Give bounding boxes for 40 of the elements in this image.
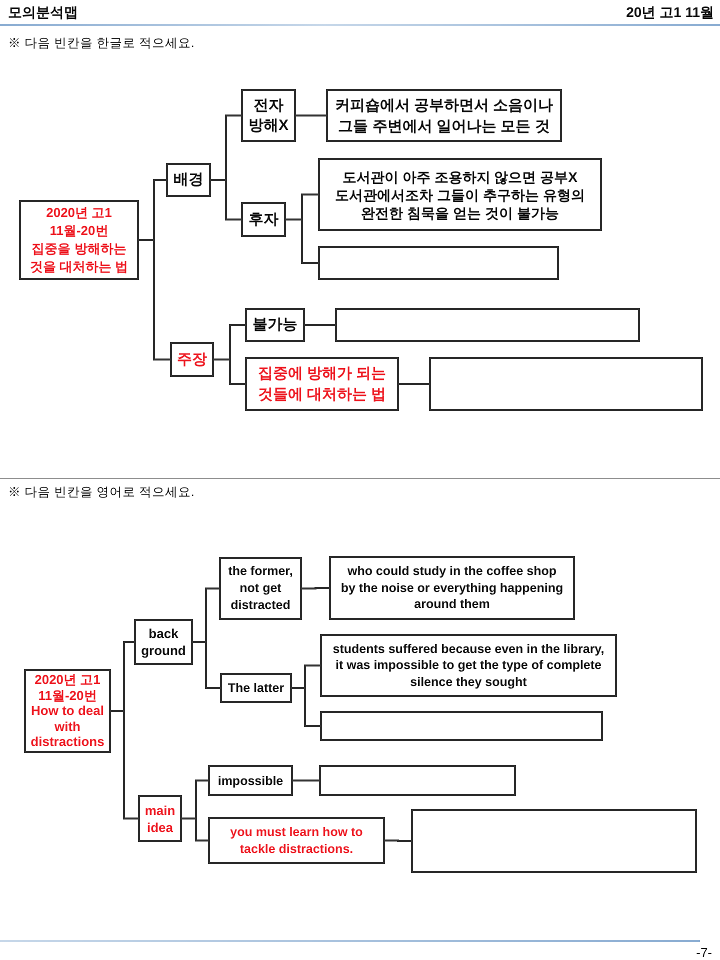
category-box: impossible <box>208 765 293 796</box>
page-number: -7- <box>696 945 712 960</box>
text-box: 커피숍에서 공부하면서 소음이나 그들 주변에서 일어나는 모든 것 <box>326 89 562 142</box>
category-box: main idea <box>138 795 182 842</box>
connector-line <box>293 780 319 782</box>
category-box: 전자 방해X <box>241 89 296 142</box>
category-box: 배경 <box>166 163 211 197</box>
category-box: The latter <box>220 673 292 703</box>
category-box: back ground <box>134 619 193 665</box>
category-box: the former, not get distracted <box>219 557 302 620</box>
connector-line <box>305 324 335 326</box>
answer-box <box>318 246 559 280</box>
text-box: you must learn how to tackle distractions. <box>208 817 385 864</box>
connector-line <box>292 687 320 727</box>
answer-box <box>319 765 516 796</box>
connector-line <box>211 179 241 220</box>
answer-box <box>429 357 703 411</box>
category-box: 불가능 <box>245 308 305 342</box>
category-box: 주장 <box>170 342 214 377</box>
connector-line <box>302 587 329 590</box>
header-date: 20년 고1 11월 <box>626 4 714 21</box>
connector-line <box>182 818 208 842</box>
topic-box: 2020년 고1 11월-20번 집중을 방해하는 것을 대처하는 법 <box>19 200 139 280</box>
topic-box: 2020년 고1 11월-20번 How to deal with distractions <box>24 669 111 753</box>
connector-line <box>139 239 170 360</box>
instruction-text: ※ 다음 빈칸을 영어로 적으세요. <box>8 485 194 500</box>
connector-line <box>214 358 245 385</box>
connector-line <box>385 840 411 842</box>
answer-box <box>411 809 697 873</box>
text-box: 도서관이 아주 조용하지 않으면 공부X 도서관에서조차 그들이 추구하는 유형의 완전한 침묵을 얻는 것이 불가능 <box>318 158 602 231</box>
text-box: 집중에 방해가 되는 것들에 대처하는 법 <box>245 357 399 411</box>
instruction-text: ※ 다음 빈칸을 한글로 적으세요. <box>8 36 194 51</box>
answer-box <box>320 711 603 741</box>
text-box: students suffered because even in the library, it was impossible to get the type of complete silence they sought <box>320 634 617 697</box>
category-box: 후자 <box>241 202 286 237</box>
connector-line <box>399 383 429 385</box>
text-box: who could study in the coffee shop by the noise or everything happening around them <box>329 556 575 620</box>
header-title: 모의분석맵 <box>8 4 78 21</box>
answer-box <box>335 308 640 342</box>
connector-line <box>296 114 326 116</box>
